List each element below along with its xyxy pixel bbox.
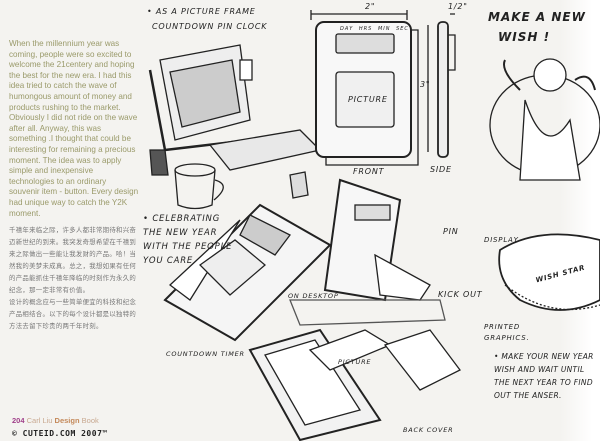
unit-min: MIN <box>377 26 391 32</box>
label-picture: Picture <box>348 95 388 104</box>
heading-countdown-pin-clock: countdown pin clock <box>152 22 268 31</box>
footer-design: Design <box>54 416 80 425</box>
unit-day: DAY <box>340 26 354 32</box>
label-back-cover: Back cover <box>403 426 454 434</box>
page-number: 204 <box>12 416 25 425</box>
label-pin: Pin <box>443 227 459 236</box>
heading-celebrating: • Celebrating the new year with the peop… <box>143 214 233 266</box>
page-gutter-shadow <box>560 0 600 441</box>
label-display: Display <box>484 236 519 244</box>
dimension-height: 3" <box>420 80 431 89</box>
mug-sketch <box>149 149 309 210</box>
frame-exploded-sketch <box>248 328 461 441</box>
watermark: © CUTEID.COM 2007™ <box>12 429 108 438</box>
footer-author: Carl Liu <box>26 416 53 425</box>
note-make-your-wish: • Make your new year wish and wait until… <box>494 352 594 400</box>
intro-chinese: 千禧年来临之际，许多人都非常期待和兴奋迈新世纪的到来。我突发奇想希望在千禧到来之… <box>9 225 139 333</box>
heading-make-a-new: Make a new <box>488 10 586 24</box>
label-printed-graphics: Printed graphics. <box>484 323 530 342</box>
heading-picture-frame: • As a picture frame <box>147 7 256 16</box>
page-footer: 204 Carl Liu Design Book <box>12 416 99 425</box>
unit-hrs: HRS <box>358 26 373 32</box>
heading-wish: wish ! <box>498 30 551 44</box>
intro-english-text: When the millennium year was coming, peo… <box>9 39 139 218</box>
wish-star-sketch <box>489 58 600 311</box>
label-picture-2: Picture <box>338 358 372 366</box>
label-side: Side <box>430 165 452 174</box>
label-front: Front <box>353 167 385 176</box>
footer-book: Book <box>81 416 99 425</box>
label-kick-out: Kick out <box>438 290 483 299</box>
dimension-width: 2" <box>365 2 376 11</box>
unit-sec: SEC <box>396 26 409 32</box>
intro-column: When the millennium year was coming, peo… <box>9 39 139 333</box>
dimension-depth: 1/2" <box>448 2 468 11</box>
display-units: DAY HRS MIN SEC <box>340 26 409 32</box>
frame-front-sketch <box>310 10 456 166</box>
label-on-desktop: On desktop <box>288 292 339 300</box>
label-countdown-timer: Countdown timer <box>166 350 245 358</box>
intro-chinese-p2: 设计的概念应与一些简单便宜的科技和纪念产品相结合。以下的每个设计都是以独特的方法… <box>9 299 137 331</box>
intro-english: When the millennium year was coming, peo… <box>9 39 139 219</box>
intro-chinese-p1: 千禧年来临之际，许多人都非常期待和兴奋迈新世纪的到来。我突发奇想希望在千禧到来之… <box>9 227 137 295</box>
monitor-sketch <box>148 44 322 171</box>
frame-tilted-sketch <box>163 203 332 342</box>
frame-standing-sketch <box>289 178 446 326</box>
